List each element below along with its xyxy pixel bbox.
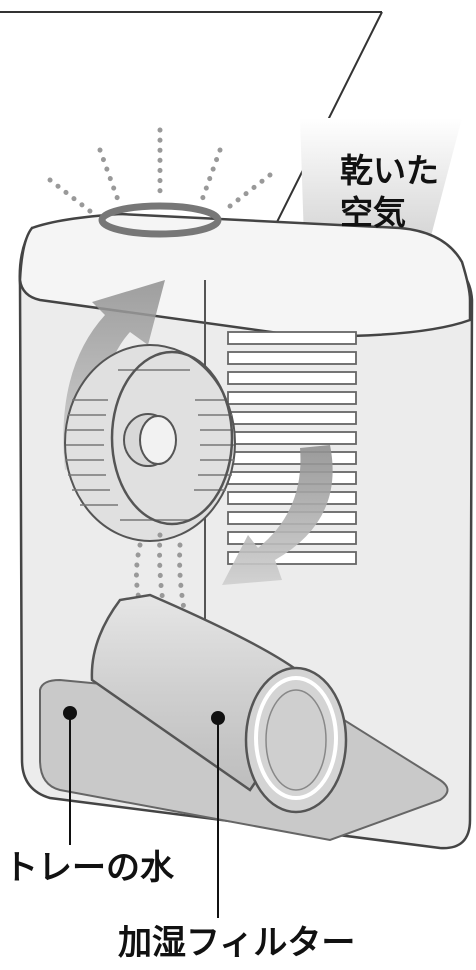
vapor-dots-top [50,130,270,215]
tray-water-label: トレーの水 [4,840,174,889]
dry-air-label: 乾いた 空気 [340,150,439,234]
dry-air-label-line2: 空気 [340,192,439,234]
humidifying-filter-label: 加湿フィルター [118,915,355,964]
fan-wheel [65,345,235,541]
dry-air-label-line1: 乾いた [340,150,439,192]
